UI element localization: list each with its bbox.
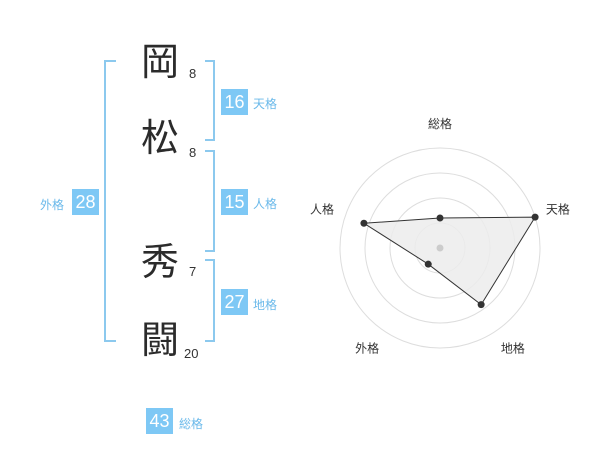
stroke-count-1: 8 (189, 66, 197, 81)
radar-point-3 (477, 301, 485, 309)
radar-axis-label-4: 外格 (355, 340, 379, 355)
jinkaku-label: 人格 (253, 197, 278, 211)
chikaku-label: 地格 (253, 298, 278, 312)
radar-center-point (436, 244, 444, 252)
radar-axis-label-3: 地格 (501, 340, 525, 355)
stroke-count-4: 20 (184, 346, 199, 361)
name-char-1: 岡 (140, 40, 179, 84)
radar-point-1 (436, 214, 444, 222)
radar-area (362, 216, 537, 306)
stroke-count-3: 7 (189, 264, 197, 279)
tenkaku-bracket (205, 60, 215, 141)
radar-axis-label-5: 人格 (310, 202, 334, 217)
stroke-count-2: 8 (189, 145, 197, 160)
radar-axis-label-1: 総格 (428, 116, 452, 131)
gaikaku-bracket (104, 60, 116, 342)
tenkaku-value: 16 (221, 89, 248, 115)
gaikaku-value: 28 (72, 189, 99, 215)
jinkaku-bracket (205, 150, 215, 252)
soukaku-value: 43 (146, 408, 173, 434)
jinkaku-value: 15 (221, 189, 248, 215)
chikaku-bracket (205, 259, 215, 342)
radar-axis-label-2: 天格 (546, 202, 570, 217)
name-char-2: 松 (140, 116, 179, 160)
tenkaku-label: 天格 (253, 97, 278, 111)
soukaku-label: 総格 (179, 417, 204, 431)
radar-point-5 (360, 219, 368, 227)
gaikaku-label: 外格 (40, 198, 65, 212)
radar-grid-ring (339, 147, 541, 349)
name-char-4: 闘 (140, 318, 179, 362)
radar-point-2 (531, 213, 539, 221)
radar-point-4 (424, 260, 432, 268)
name-char-3: 秀 (140, 240, 179, 284)
chikaku-value: 27 (221, 289, 248, 315)
